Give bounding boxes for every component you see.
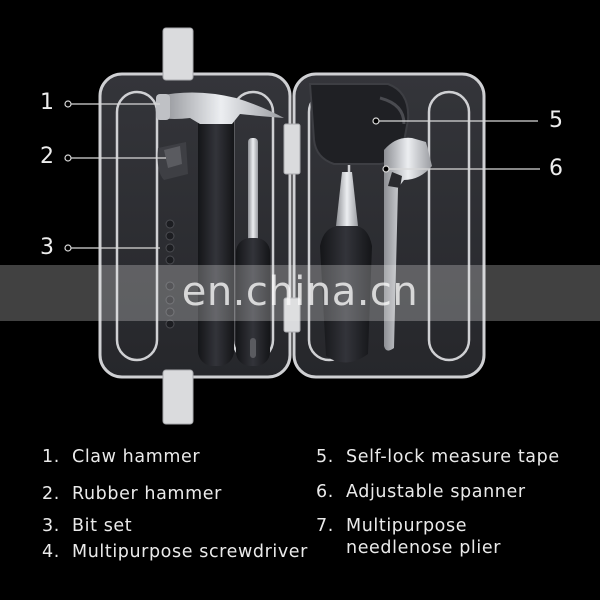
legend-label: Bit set (72, 516, 133, 536)
legend-number: 3. (42, 516, 60, 536)
watermark-band (0, 265, 600, 321)
toolkit-photo (64, 27, 540, 425)
callout-number: 5 (549, 108, 563, 133)
legend-item: 4. Multipurpose screwdriver (42, 541, 332, 563)
legend-label: Rubber hammer (72, 484, 222, 504)
legend-number: 7. (316, 516, 334, 536)
legend-item: 1. Claw hammer (42, 446, 302, 468)
legend-number: 5. (316, 447, 334, 467)
legend-number: 6. (316, 482, 334, 502)
legend-label-line2: needlenose plier (346, 538, 502, 558)
callout-number: 3 (40, 235, 54, 260)
needlenose-plier (320, 172, 372, 363)
case-latches (162, 27, 301, 425)
callout-number: 2 (40, 144, 54, 169)
legend-number: 4. (42, 542, 60, 562)
legend-label: Multipurpose screwdriver (72, 542, 308, 562)
legend-label: Self-lock measure tape (346, 447, 560, 467)
legend-item: 5. Self-lock measure tape (316, 446, 586, 468)
bit-set (165, 219, 175, 329)
callout-number: 6 (549, 156, 563, 181)
screwdriver (236, 138, 270, 366)
legend-label: Claw hammer (72, 447, 201, 467)
callout-leader-lines (68, 103, 540, 249)
adjustable-spanner (384, 137, 432, 351)
rubber-hammer (157, 142, 188, 180)
legend-item: 7. Multipurpose needlenose plier (316, 515, 586, 559)
legend-number: 2. (42, 484, 60, 504)
legend-label: Adjustable spanner (346, 482, 526, 502)
legend-item: 6. Adjustable spanner (316, 481, 586, 503)
claw-hammer (156, 92, 284, 366)
watermark: en.china.cn (181, 269, 419, 315)
legend-label: Multipurpose (346, 516, 468, 536)
legend-item: 2. Rubber hammer (42, 483, 302, 505)
legend-item: 3. Bit set (42, 515, 302, 537)
callout-number: 1 (40, 90, 54, 115)
callout-dots (64, 100, 390, 252)
legend-number: 1. (42, 447, 60, 467)
